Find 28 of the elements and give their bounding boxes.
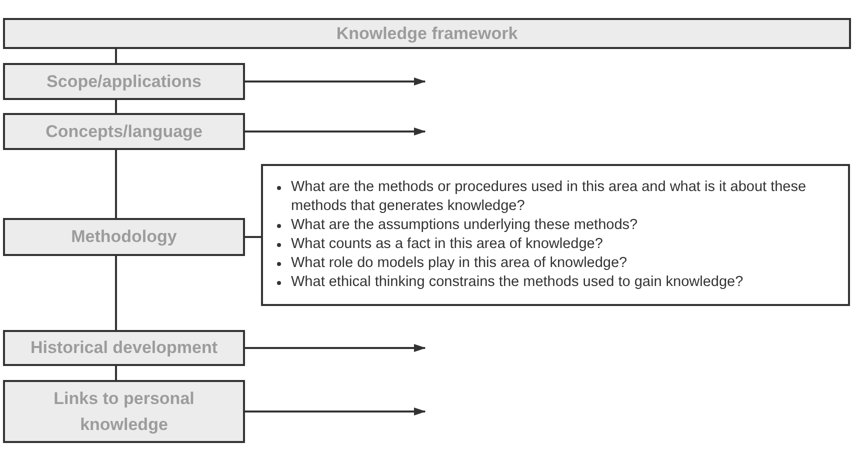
arrow [245,344,426,352]
box-label: Knowledge framework [335,22,519,45]
header-box [3,18,851,49]
arrow [245,408,426,416]
box-label: Methodology [70,226,178,248]
question-box [261,164,850,306]
connector-line [115,150,117,218]
topic-box [3,218,245,256]
connector-line [115,100,117,113]
connector-line [115,366,117,380]
arrow [245,128,426,136]
topic-box [3,63,245,100]
question-text: What are the methods or procedures used in this area and what is it about these methods that generates knowledge? [291,179,806,214]
connector-line [115,49,117,63]
connector-line [245,236,261,238]
arrow [245,78,426,86]
question-text: What counts as a fact in this area of knowledge? [291,236,603,252]
box-label: Links to personal knowledge [52,388,196,436]
question-text: What are the assumptions underlying these methods? [291,217,638,233]
box-label: Scope/applications [46,70,202,92]
question-text: What role do models play in this area of knowledge? [291,255,628,271]
topic-box [3,330,245,366]
topic-box [3,380,245,443]
box-label: Concepts/language [44,120,204,143]
topic-box [3,113,245,150]
connector-line [115,256,117,330]
question-text: What ethical thinking constrains the methods used to gain knowledge? [291,274,744,290]
box-label: Historical development [29,337,219,359]
